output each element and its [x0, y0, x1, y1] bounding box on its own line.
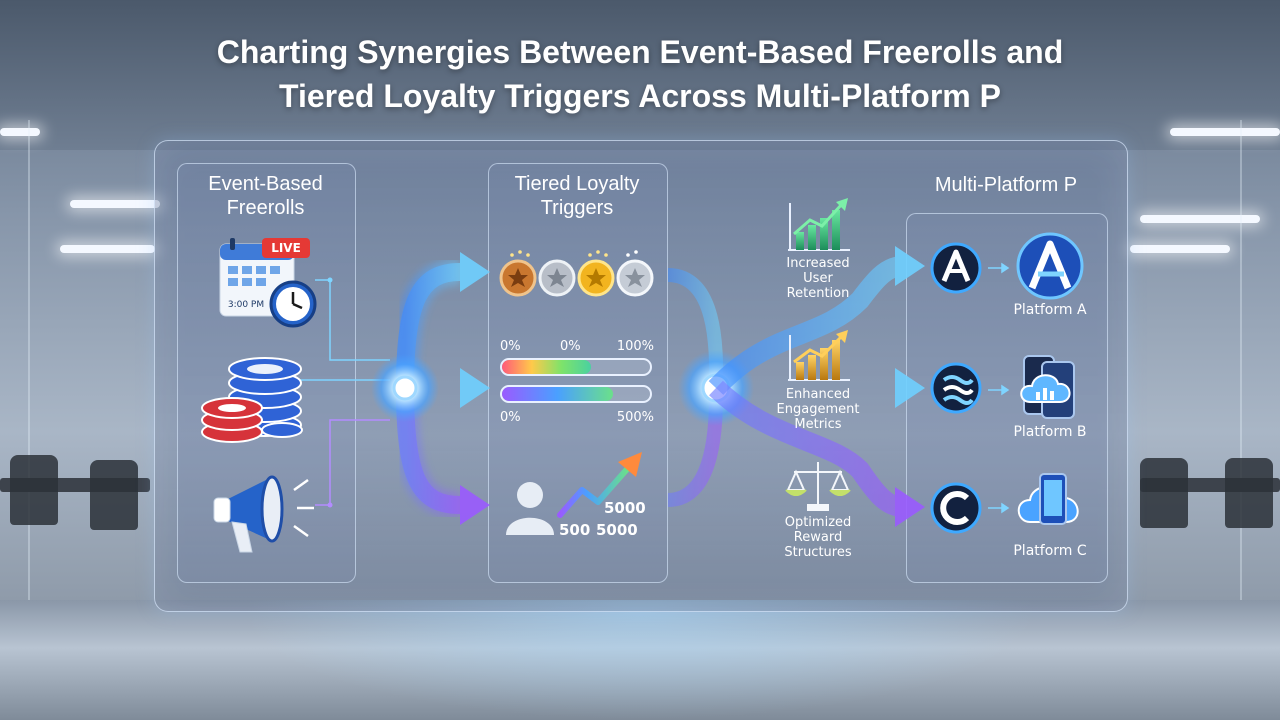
flow-arrow-icon [895, 246, 925, 286]
title-line-1: Charting Synergies Between Event-Based F… [216, 34, 1064, 70]
bar-chart-gold-icon [788, 330, 850, 381]
outcome-line: Structures [784, 545, 852, 560]
floor-glow [240, 600, 1040, 720]
ceiling-light [0, 128, 40, 136]
megaphone-icon [213, 475, 314, 553]
platinum-medal-icon [616, 259, 654, 297]
platform-connector-arrows [988, 262, 1010, 514]
connector-line [315, 279, 390, 361]
outcome-line: User [803, 271, 833, 286]
silver-medal-icon [538, 259, 576, 297]
bar-chart-green-icon [788, 198, 850, 251]
title-line-2: Tiered Loyalty Triggers Across Multi-Pla… [279, 78, 1001, 114]
bar1-label-c: 100% [616, 339, 654, 354]
bar1-label-a: 0% [500, 339, 521, 354]
gold-medal-icon [577, 259, 615, 297]
bar1-label-b: 0% [560, 339, 581, 354]
outcome-retention-label: Increased User Retention [758, 256, 878, 301]
ceiling-light [1170, 128, 1280, 136]
flow-to-platform-a [708, 256, 903, 395]
ceiling-light [70, 200, 160, 208]
platform-c-cloud-device-icon [1017, 473, 1079, 525]
progress-bar-2 [500, 385, 652, 403]
freerolls-title-line-1: Event-Based [208, 173, 323, 195]
chair [1225, 458, 1273, 528]
loyalty-title: Tiered Loyalty Triggers [488, 172, 666, 220]
bar2-label-c: 500% [616, 410, 654, 425]
platform-c-small-logo-icon [930, 482, 982, 534]
calendar-time-text: 3:00 PM [227, 300, 265, 310]
freerolls-title: Event-Based Freerolls [177, 172, 354, 220]
chair [1140, 458, 1188, 528]
loyalty-title-line-2: Triggers [540, 197, 614, 219]
progress-bar-1-fill [502, 360, 591, 374]
bar2-label-a: 0% [500, 410, 521, 425]
platform-a-small-logo-icon [930, 242, 982, 294]
glass-wall [28, 120, 30, 640]
star-sparkles-icon [510, 250, 638, 257]
outcome-line: Reward [793, 530, 843, 545]
loyalty-title-line-1: Tiered Loyalty [514, 173, 640, 195]
outcome-line: Enhanced [785, 387, 851, 402]
glass-wall [1240, 120, 1242, 640]
platform-a-app-icon [1016, 232, 1084, 300]
diagram-title: Charting Synergies Between Event-Based F… [140, 30, 1140, 118]
bronze-medal-icon [499, 259, 537, 297]
platform-b-devices-icon [1020, 355, 1075, 419]
ceiling-light [60, 245, 155, 253]
platform-b-label: Platform B [1013, 424, 1087, 440]
chair [10, 455, 58, 525]
growth-arrow-icon [557, 452, 642, 518]
outcome-rewards-label: Optimized Reward Structures [758, 515, 878, 560]
office-ceiling [0, 0, 1280, 150]
live-badge-text: LIVE [271, 241, 301, 255]
freerolls-title-line-2: Freerolls [226, 197, 305, 219]
platforms-title: Multi-Platform P [934, 174, 1078, 196]
platform-c-label: Platform C [1013, 543, 1087, 559]
user-avatar-icon [506, 482, 554, 535]
platform-a-label: Platform A [1013, 302, 1087, 318]
flow-arrow-icon [460, 368, 490, 408]
progress-bar-1 [500, 358, 652, 376]
progress-bar-2-fill [502, 387, 613, 401]
clock-icon [269, 280, 317, 328]
flow-arrow-icon [460, 485, 490, 525]
ceiling-light [1130, 245, 1230, 253]
outcome-line: Increased [786, 256, 850, 271]
live-badge-icon [262, 238, 310, 258]
flow-arrow-icon [460, 252, 490, 292]
chair [90, 460, 138, 530]
outcome-line: Metrics [794, 417, 842, 432]
balance-scale-icon [785, 462, 851, 511]
connector-line [315, 419, 390, 506]
outcome-engagement-label: Enhanced Engagement Metrics [758, 387, 878, 432]
flow-arrow-icon [895, 487, 925, 527]
flow-to-platform-c [709, 380, 903, 517]
outcome-line: Retention [786, 286, 850, 301]
outcome-line: Optimized [784, 515, 852, 530]
flow-arrow-icon [895, 368, 925, 408]
growth-number-right: 5000 [596, 521, 638, 539]
platform-b-small-logo-icon [930, 362, 982, 414]
poker-chips-icon [201, 357, 303, 443]
outcome-line: Engagement [776, 402, 860, 417]
growth-number-left: 500 [559, 521, 591, 539]
ceiling-light [1140, 215, 1260, 223]
growth-number-top: 5000 [604, 499, 646, 517]
